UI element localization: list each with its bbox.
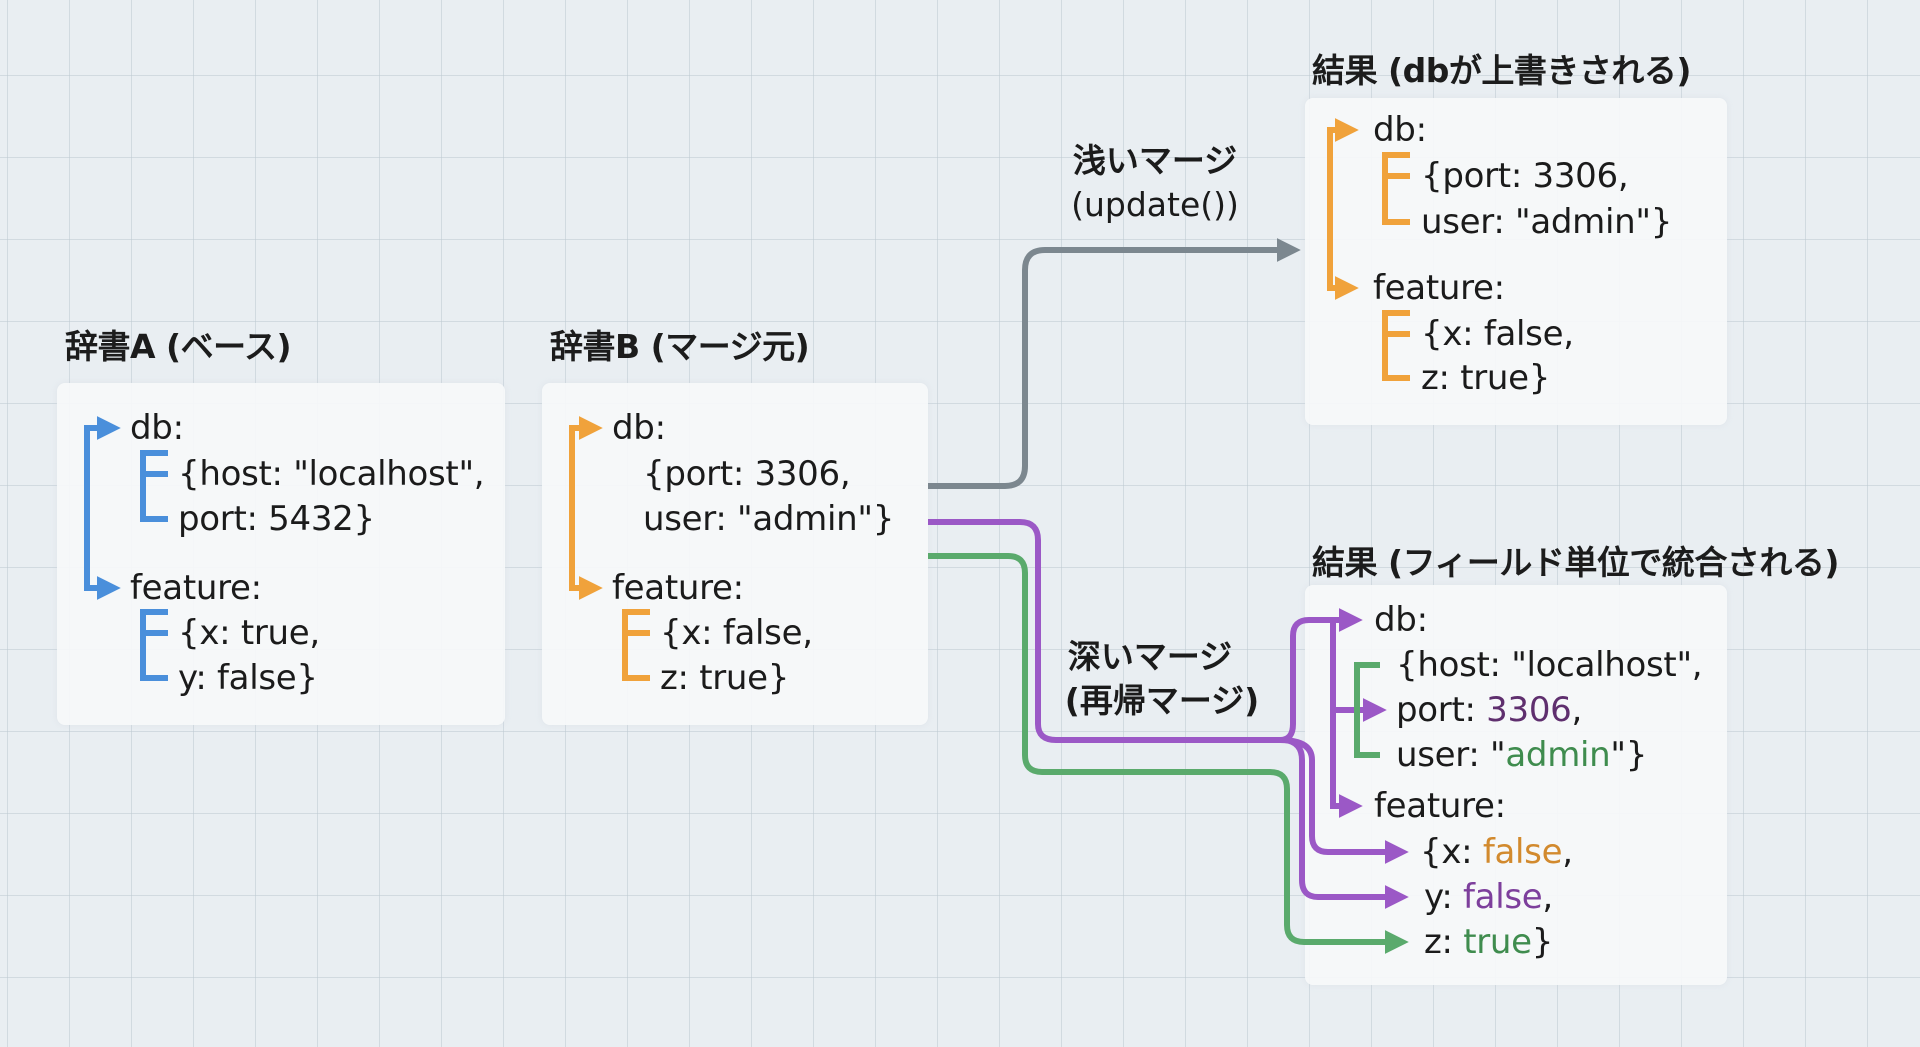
result-deep-user-line: user: "admin"} xyxy=(1396,735,1647,775)
result-shallow-card xyxy=(1305,98,1727,425)
result-deep-user-value: admin xyxy=(1505,735,1611,775)
dict-a-db-key: db: xyxy=(130,408,184,448)
shallow-merge-arrow xyxy=(928,238,1301,489)
result-deep-port-suffix: , xyxy=(1571,690,1582,730)
dict-a-db-value-line2: port: 5432} xyxy=(178,499,375,539)
dict-b-db-key: db: xyxy=(612,408,666,448)
dict-a-title: 辞書A (ベース) xyxy=(65,327,292,366)
result-shallow-db-value-line2: user: "admin"} xyxy=(1421,202,1673,242)
dict-b-db-value-line1: {port: 3306, xyxy=(643,454,851,494)
result-deep-host-line: {host: "localhost", xyxy=(1396,645,1703,685)
result-deep-x-suffix: , xyxy=(1562,832,1573,872)
result-shallow-title: 結果 (dbが上書きされる) xyxy=(1312,51,1691,90)
dict-a-feature-value-line2: y: false} xyxy=(178,658,318,698)
result-deep-feature-key: feature: xyxy=(1374,786,1506,826)
result-deep-y-line: y: false, xyxy=(1424,877,1553,917)
result-shallow-feature-value-line2: z: true} xyxy=(1421,358,1551,398)
dict-a-db-value-line1: {host: "localhost", xyxy=(178,454,485,494)
result-deep-z-line: z: true} xyxy=(1424,922,1553,962)
dict-b-feature-key: feature: xyxy=(612,568,744,608)
result-deep-z-value: true xyxy=(1463,922,1532,962)
dict-a-feature-value-line1: {x: true, xyxy=(178,613,320,653)
result-shallow-feature-key: feature: xyxy=(1373,268,1505,308)
dict-b-feature-value-line2: z: true} xyxy=(660,658,790,698)
deep-merge-sublabel: (再帰マージ) xyxy=(1064,681,1260,720)
result-deep-y-key: y: xyxy=(1424,877,1464,917)
result-shallow-db-key: db: xyxy=(1373,110,1427,150)
shallow-merge-sublabel: (update()) xyxy=(1071,185,1239,224)
dict-b-card xyxy=(542,383,928,725)
result-deep-z-key: z: xyxy=(1424,922,1464,962)
dict-b-feature-value-line1: {x: false, xyxy=(660,613,813,653)
dict-b-db-value-line2: user: "admin"} xyxy=(643,499,895,539)
result-shallow-feature-value-line1: {x: false, xyxy=(1421,314,1574,354)
result-deep-x-key: {x: xyxy=(1420,832,1483,872)
dict-a-feature-key: feature: xyxy=(130,568,262,608)
result-deep-x-value: false xyxy=(1482,832,1563,872)
dict-a-card xyxy=(57,383,505,725)
result-deep-port-key: port: xyxy=(1396,690,1487,730)
result-deep-db-key: db: xyxy=(1374,600,1428,640)
dict-b-title: 辞書B (マージ元) xyxy=(550,327,810,366)
result-deep-x-line: {x: false, xyxy=(1420,832,1573,872)
result-shallow-db-value-line1: {port: 3306, xyxy=(1421,156,1629,196)
result-deep-z-suffix: } xyxy=(1531,922,1554,962)
result-deep-user-suffix: "} xyxy=(1610,735,1648,775)
result-deep-y-suffix: , xyxy=(1542,877,1553,917)
result-deep-user-key: user: " xyxy=(1396,735,1506,775)
result-deep-title: 結果 (フィールド単位で統合される) xyxy=(1312,543,1840,582)
result-deep-port-line: port: 3306, xyxy=(1396,690,1582,730)
shallow-merge-label: 浅いマージ xyxy=(1072,141,1238,180)
result-deep-port-value: 3306 xyxy=(1486,690,1572,730)
result-deep-y-value: false xyxy=(1463,877,1543,917)
deep-merge-label: 深いマージ xyxy=(1067,637,1233,676)
